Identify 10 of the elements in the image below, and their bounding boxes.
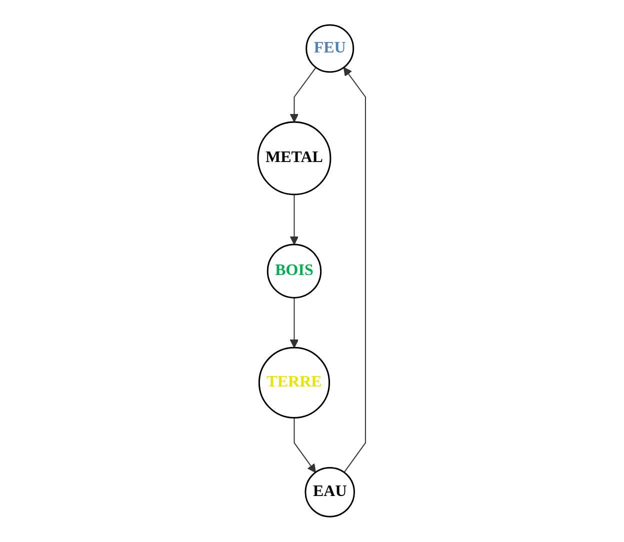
arrow	[290, 194, 299, 246]
node-circle: BOIS	[267, 244, 322, 299]
arrow	[290, 67, 317, 123]
node-circle: FEU	[306, 24, 354, 73]
arrow	[290, 297, 299, 348]
node-circle: EAU	[304, 467, 356, 518]
node-circle: TERRE	[258, 347, 330, 419]
arrow	[344, 67, 366, 474]
node-circle: METAL	[258, 121, 332, 196]
arrow	[294, 418, 316, 474]
